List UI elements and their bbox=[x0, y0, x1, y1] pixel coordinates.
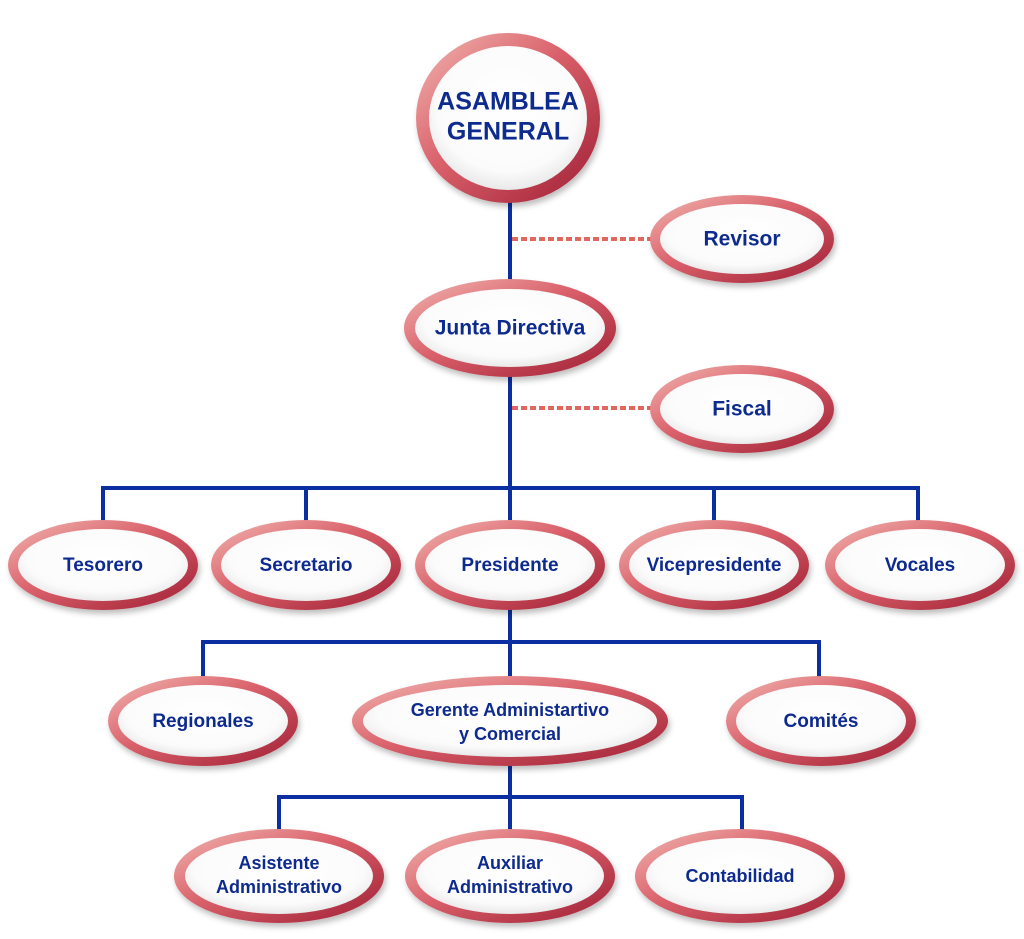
label-auxiliar-line2: Administrativo bbox=[447, 877, 573, 897]
node-presidente bbox=[415, 520, 605, 610]
node-vicepresidente bbox=[619, 520, 809, 610]
node-regionales bbox=[108, 676, 298, 766]
connectors bbox=[101, 195, 920, 835]
label-asamblea-line2: GENERAL bbox=[447, 118, 569, 146]
node-revisor bbox=[650, 195, 834, 283]
label-asistente-line2: Administrativo bbox=[216, 877, 342, 897]
node-gerente bbox=[352, 676, 668, 766]
node-junta-directiva bbox=[404, 279, 616, 377]
label-auxiliar-line1: Auxiliar bbox=[477, 853, 543, 873]
label-contabilidad: Contabilidad bbox=[686, 866, 795, 886]
label-tesorero: Tesorero bbox=[63, 555, 143, 576]
label-comites: Comités bbox=[784, 711, 859, 732]
node-asistente bbox=[174, 829, 384, 923]
node-secretario bbox=[211, 520, 401, 610]
label-presidente: Presidente bbox=[461, 555, 558, 576]
label-gerente-line2: y Comercial bbox=[459, 724, 561, 744]
label-revisor: Revisor bbox=[703, 228, 780, 251]
node-contabilidad bbox=[635, 829, 845, 923]
label-junta-directiva: Junta Directiva bbox=[435, 317, 586, 340]
label-asistente-line1: Asistente bbox=[238, 853, 319, 873]
node-tesorero bbox=[8, 520, 198, 610]
label-gerente-line1: Gerente Administartivo bbox=[411, 700, 609, 720]
label-vicepresidente: Vicepresidente bbox=[647, 555, 782, 576]
node-vocales bbox=[825, 520, 1015, 610]
label-regionales: Regionales bbox=[152, 711, 253, 732]
label-vocales: Vocales bbox=[885, 555, 955, 576]
node-comites bbox=[726, 676, 916, 766]
label-asamblea-line1: ASAMBLEA bbox=[437, 88, 579, 116]
label-secretario: Secretario bbox=[260, 555, 353, 576]
node-fiscal bbox=[650, 365, 834, 453]
label-fiscal: Fiscal bbox=[712, 398, 772, 421]
node-auxiliar bbox=[405, 829, 615, 923]
node-asamblea-general bbox=[416, 33, 600, 203]
